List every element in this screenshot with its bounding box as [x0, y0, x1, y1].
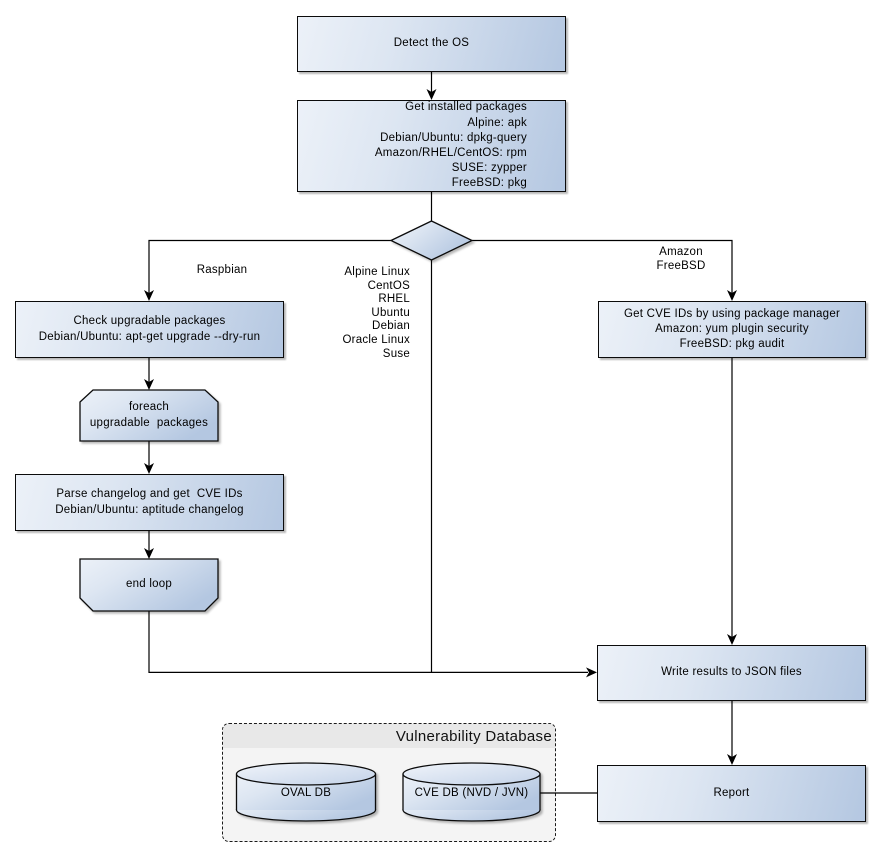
node-parse-changelog: Parse changelog and get CVE IDs Debian/U…: [15, 474, 284, 531]
arrowhead-down-icon: [144, 463, 154, 474]
node-label: Check upgradable packages Debian/Ubuntu:…: [38, 315, 261, 343]
cve-db-label: CVE DB (NVD / JVN): [414, 787, 529, 800]
node-check-upgradable-packages: Check upgradable packages Debian/Ubuntu:…: [15, 301, 284, 358]
edge-label-raspbian: Raspbian: [196, 264, 248, 276]
os-branch-decision-diamond: [389, 220, 474, 261]
connectors: [144, 72, 737, 794]
node-detect-os: Detect the OS: [297, 16, 566, 72]
node-get-cve-ids: Get CVE IDs by using package manager Ama…: [598, 301, 866, 358]
cve-db-cylinder: [402, 762, 541, 822]
arrowhead-down-icon: [727, 290, 737, 301]
node-label: Detect the OS: [393, 37, 470, 50]
oval-db-cylinder: [235, 762, 377, 822]
foreach-loop-shape: [79, 389, 219, 442]
node-label: Report: [713, 786, 750, 799]
oval-db-label: OVAL DB: [280, 787, 332, 800]
node-get-installed-packages: Get installed packages Alpine: apk Debia…: [297, 100, 566, 192]
node-report: Report: [597, 765, 866, 822]
arrowhead-down-icon: [144, 548, 154, 559]
edge-label-os-list: Alpine Linux CentOS RHEL Ubuntu Debian O…: [342, 266, 410, 360]
node-label: Write results to JSON files: [661, 666, 802, 679]
node-label: Parse changelog and get CVE IDs Debian/U…: [55, 488, 244, 516]
node-label: Get CVE IDs by using package manager Ama…: [623, 307, 841, 351]
arrowhead-down-icon: [144, 290, 154, 301]
node-end-loop-label: end loop: [125, 578, 173, 591]
arrowhead-down-icon: [727, 634, 737, 645]
node-label: Get installed packages Alpine: apk Debia…: [374, 101, 527, 190]
node-foreach-loop-label: foreach upgradable packages: [89, 401, 209, 429]
node-write-results: Write results to JSON files: [597, 645, 866, 701]
vulnerability-database-title: Vulnerability Database: [223, 724, 555, 748]
group-title-text: Vulnerability Database: [395, 727, 552, 745]
edge-label-amazon-freebsd: Amazon FreeBSD: [656, 246, 706, 272]
arrowhead-right-icon: [586, 667, 597, 678]
arrowhead-down-icon: [144, 379, 154, 390]
arrowhead-down-icon: [727, 754, 737, 765]
end-loop-shape: [79, 558, 219, 612]
arrowhead-down-icon: [426, 89, 437, 100]
